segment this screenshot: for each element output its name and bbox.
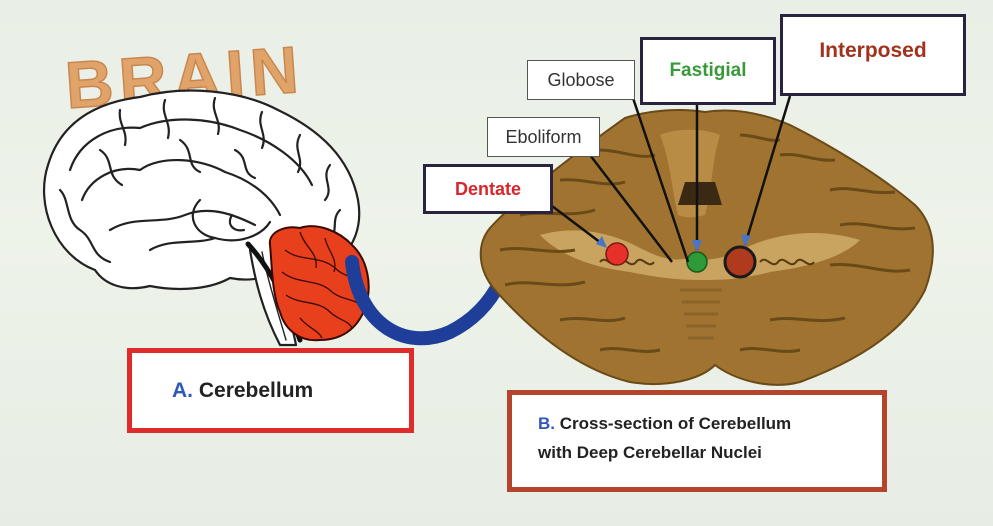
eboliform-label: Eboliform	[487, 117, 600, 157]
dentate-nucleus-marker	[606, 243, 628, 265]
caption-b-letter: B.	[538, 414, 555, 433]
dentate-label: Dentate	[423, 164, 553, 214]
fastigial-label: Fastigial	[640, 37, 776, 105]
interposed-label: Interposed	[780, 14, 966, 96]
caption-b-box: B. Cross-section of Cerebellum with Deep…	[507, 390, 887, 492]
caption-a-text: Cerebellum	[199, 379, 313, 403]
caption-a-letter: A.	[172, 379, 193, 403]
caption-b-line1-text: Cross-section of Cerebellum	[560, 414, 791, 433]
caption-b-line-1: B. Cross-section of Cerebellum	[538, 409, 882, 438]
globose-label: Globose	[527, 60, 635, 100]
fastigial-nucleus-marker	[687, 252, 707, 272]
caption-a-box: A. Cerebellum	[127, 348, 414, 433]
interposed-nucleus-marker	[725, 247, 755, 277]
caption-b-line2-text: with Deep Cerebellar Nuclei	[538, 438, 882, 467]
